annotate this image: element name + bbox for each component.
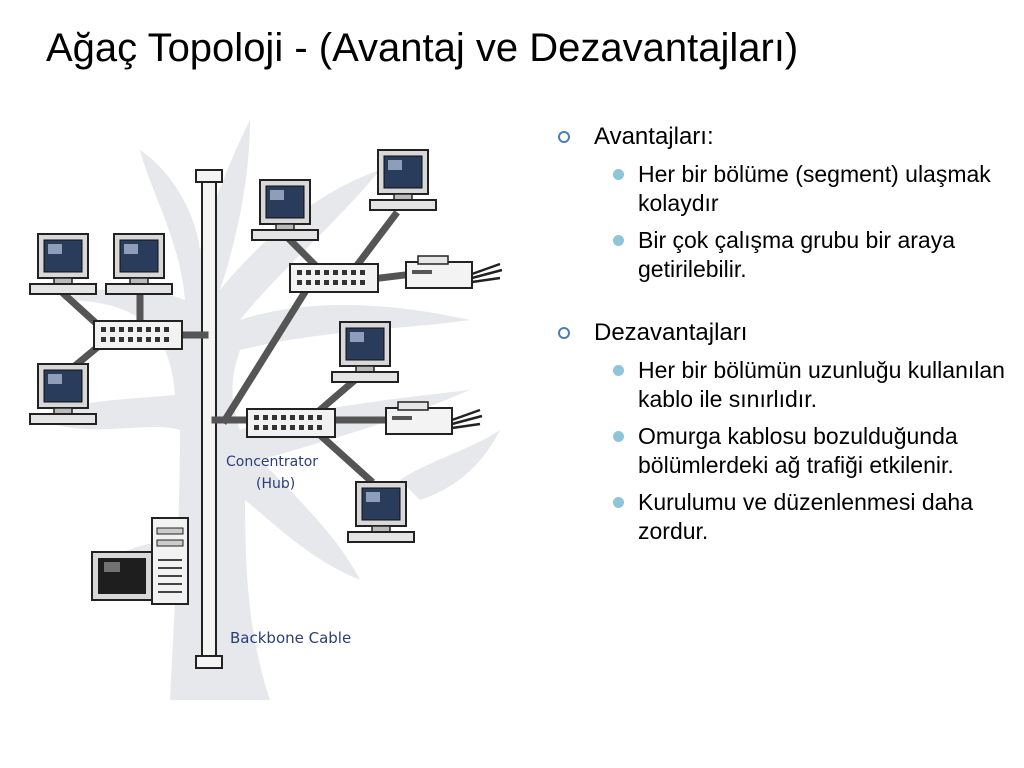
- computer-icon: [29, 233, 97, 295]
- server-computer-icon: [91, 517, 189, 605]
- dot-bullet-icon: [613, 365, 624, 376]
- bullet-item: Bir çok çalışma grubu bir araya getirile…: [558, 226, 1018, 284]
- hub-middle: [245, 408, 337, 438]
- dot-bullet-icon: [613, 497, 624, 508]
- computer-icon: [105, 233, 173, 295]
- bullet-list: Avantajları: Her bir bölüme (segment) ul…: [558, 122, 1018, 580]
- dot-bullet-icon: [613, 431, 624, 442]
- backbone-label: Backbone Cable: [230, 629, 351, 647]
- backbone-cable: [195, 169, 223, 669]
- hub-left: [92, 320, 184, 350]
- printer-icon: [404, 254, 504, 290]
- advantages-heading: Avantajları:: [558, 122, 1018, 152]
- dot-bullet-icon: [613, 169, 624, 180]
- computer-icon: [251, 179, 319, 241]
- computer-icon: [331, 321, 399, 383]
- hollow-bullet-icon: [558, 327, 570, 339]
- bullet-item: Kurulumu ve düzenlenmesi daha zordur.: [558, 488, 1018, 546]
- hub-label-line1: Concentrator: [226, 454, 318, 470]
- hub-top: [288, 263, 380, 293]
- hollow-bullet-icon: [558, 131, 570, 143]
- bullet-item: Omurga kablosu bozulduğunda bölümlerdeki…: [558, 422, 1018, 480]
- computer-icon: [347, 481, 415, 543]
- bullet-item: Her bir bölümün uzunluğu kullanılan kabl…: [558, 356, 1018, 414]
- bullet-item: Her bir bölüme (segment) ulaşmak kolaydı…: [558, 160, 1018, 218]
- hub-label-line2: (Hub): [256, 476, 295, 492]
- computer-icon: [29, 363, 97, 425]
- network-cables: [60, 210, 409, 485]
- disadvantages-heading: Dezavantajları: [558, 318, 1018, 348]
- tree-topology-diagram: Concentrator (Hub) Backbone Cable: [29, 120, 504, 700]
- dot-bullet-icon: [613, 235, 624, 246]
- slide-title: Ağaç Topoloji - (Avantaj ve Dezavantajla…: [46, 26, 799, 70]
- advantages-section: Avantajları: Her bir bölüme (segment) ul…: [558, 122, 1018, 284]
- printer-icon: [384, 400, 484, 436]
- computer-icon: [369, 149, 437, 211]
- disadvantages-section: Dezavantajları Her bir bölümün uzunluğu …: [558, 318, 1018, 546]
